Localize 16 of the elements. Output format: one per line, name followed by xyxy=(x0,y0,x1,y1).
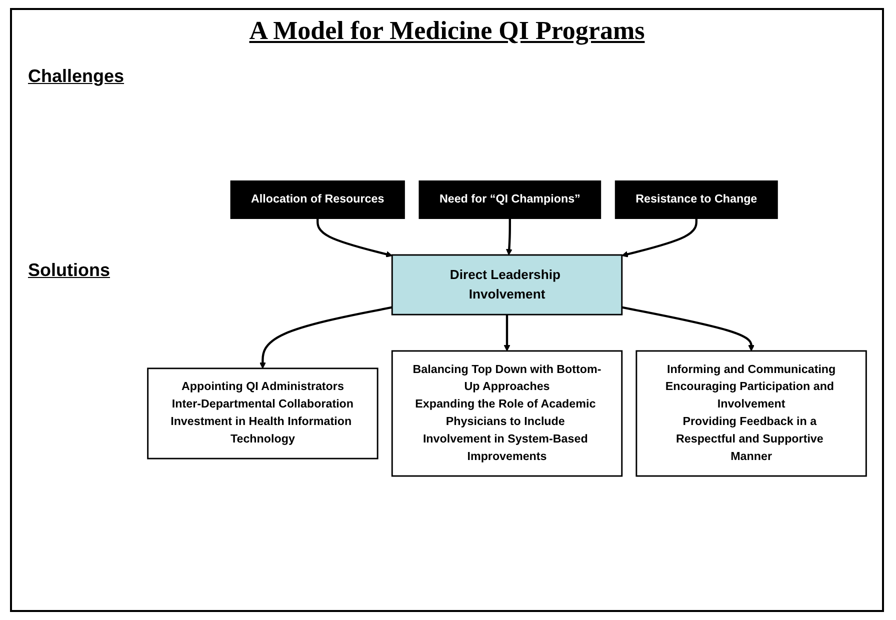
node-box: Direct Leadership Involvement xyxy=(391,254,623,315)
arrow xyxy=(622,218,698,257)
arrow xyxy=(316,218,392,257)
node-box: Resistance to Change xyxy=(614,180,778,219)
node-box: Need for “QI Champions” xyxy=(418,180,602,219)
node-box: Informing and Communicating Encouraging Participation and Involvement Providing Feedback in a Respectful and Supportive Manner xyxy=(636,350,867,476)
arrow xyxy=(506,218,512,255)
arrow xyxy=(622,306,754,351)
arrow xyxy=(504,314,510,351)
node-box: Allocation of Resources xyxy=(230,180,405,219)
arrow xyxy=(260,306,392,368)
node-box: Appointing QI Administrators Inter-Departmental Collaboration Investment in Health Information Technology xyxy=(147,367,378,459)
node-box: Balancing Top Down with Bottom-Up Approaches Expanding the Role of Academic Physicians to Include Involvement in System-Based Improvements xyxy=(391,350,623,476)
section-heading: Solutions xyxy=(28,260,110,281)
section-heading: Challenges xyxy=(28,66,124,87)
diagram-title: A Model for Medicine QI Programs xyxy=(248,16,646,46)
